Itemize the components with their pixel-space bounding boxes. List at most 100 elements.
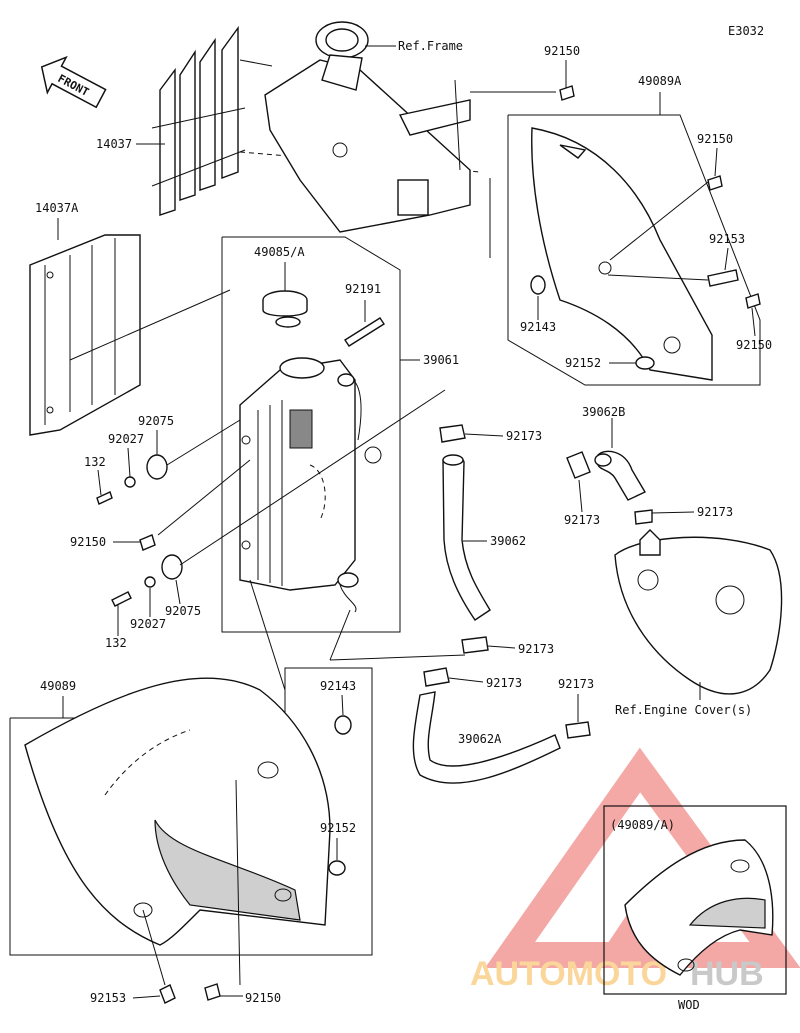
label-132-bottom: 132 (105, 636, 127, 650)
radiator-inlet (337, 373, 355, 387)
label-92152-b: 92152 (320, 821, 356, 835)
label-92173-3: 92173 (486, 676, 522, 690)
hose-39062A (329, 609, 591, 784)
hose-39062B (566, 418, 653, 525)
bolt-92153-b-leader (142, 909, 166, 986)
shroud-leader-up (249, 579, 286, 691)
bolt-92150-top (559, 85, 575, 101)
clamp-92173-b2 (634, 509, 653, 525)
radiator-label-plate (289, 409, 313, 449)
engine-cover-reference (614, 529, 783, 695)
label-92153-a: 92153 (709, 232, 745, 246)
label-ref-frame: Ref.Frame (398, 39, 463, 53)
label-39062B: 39062B (582, 405, 625, 419)
front-arrow-icon (40, 55, 107, 109)
label-92173-b2: 92173 (697, 505, 733, 519)
label-39062A: 39062A (458, 732, 502, 746)
hose-main-body (442, 455, 491, 621)
grommet-92143-b (334, 715, 352, 735)
shroud-a-hole-1 (598, 261, 612, 275)
frame-rear-tube (454, 79, 461, 171)
label-ref-engine-cover: Ref.Engine Cover(s) (615, 703, 752, 717)
leader-92173-b1 (578, 479, 583, 513)
grille-bar-1 (151, 107, 246, 129)
collar-92152-b (328, 860, 346, 876)
radiator-grille-14037A (29, 234, 231, 436)
frame-reference (264, 21, 471, 233)
hose-a-body (412, 691, 561, 784)
label-49089: 49089 (40, 679, 76, 693)
cap-seal (275, 316, 301, 328)
grille-a-body (29, 234, 141, 436)
leader-132-top (97, 469, 102, 496)
grille-a-hole-1 (46, 271, 54, 279)
radiator-shroud-49089 (24, 677, 331, 946)
shroud-a-leader-1 (609, 181, 709, 261)
callout-labels: Ref.Frame 92150 49089A 14037 92150 14037… (35, 39, 772, 1012)
wod-hole-2 (677, 958, 695, 972)
wod-inset-frame (603, 805, 787, 995)
shroud-a-leader-2 (607, 274, 709, 281)
watermark-text-hub: HUB (690, 955, 764, 993)
engine-cover-spigot (639, 529, 661, 556)
radiator-outlet-pipe (339, 584, 357, 613)
clamp-92173-2 (461, 636, 489, 654)
label-92143-a: 92143 (520, 320, 556, 334)
radiator-fins (257, 400, 283, 586)
engine-cover-port (637, 569, 659, 591)
grille-a-hole-2 (46, 406, 54, 414)
radiator-core (239, 359, 356, 591)
engine-cover-body (614, 536, 783, 695)
radiator-group-outline (221, 236, 401, 633)
label-92150-shroud-a1: 92150 (697, 132, 733, 146)
grommet-92143-a (530, 275, 546, 295)
leader-92173-3 (448, 677, 484, 683)
clamp-92173-1 (439, 424, 466, 443)
overflow-hose-body (344, 317, 385, 347)
collar-92152-a (635, 356, 655, 370)
wod-caption: WOD (678, 998, 700, 1012)
radiator-outlet (337, 572, 359, 588)
bolt-leader (157, 459, 251, 536)
leader-92150-a2 (751, 307, 756, 337)
label-39062: 39062 (490, 534, 526, 548)
shroud-hole-top (257, 761, 279, 779)
frame-head-tube-inner (325, 28, 359, 52)
hose-39062 (439, 424, 491, 654)
label-39061: 39061 (423, 353, 459, 367)
leader-92173-1 (464, 433, 504, 437)
shroud-hole-mid (274, 888, 292, 902)
radiator-mount-hole-1 (241, 435, 251, 445)
bolt-132-top (96, 491, 113, 505)
damper-top (146, 454, 168, 480)
front-arrow: FRONT (40, 55, 107, 109)
grille-fin-2 (179, 49, 196, 201)
radiator-side-port (364, 446, 382, 464)
bolt-radiator (139, 534, 156, 551)
label-92152-a: 92152 (565, 356, 601, 370)
wod-inset (603, 805, 787, 995)
shroud-a-hardware (470, 85, 761, 370)
shroud-a-outline (507, 114, 761, 386)
wod-shroud-panel (688, 897, 766, 929)
label-92150-bottom: 92150 (245, 991, 281, 1005)
clamp-92173-4 (565, 721, 591, 739)
diagram-code: E3032 (728, 24, 764, 38)
radiator-mount-hole-2 (241, 540, 251, 550)
leader-92153-b (132, 995, 161, 999)
label-14037: 14037 (96, 137, 132, 151)
bolt-92150-shroud-a2 (745, 293, 761, 309)
label-132-top: 132 (84, 455, 106, 469)
wod-hole-1 (730, 859, 750, 873)
hose-a-leader (329, 654, 466, 661)
cap-skirt (262, 300, 308, 317)
grille-a-leader (69, 289, 231, 361)
wod-shroud-body (624, 839, 774, 976)
frame-body (264, 59, 471, 233)
washer-top (124, 476, 136, 488)
frame-neck (321, 54, 363, 91)
grille-fin-3 (199, 37, 216, 191)
label-92027-top: 92027 (108, 432, 144, 446)
mounting-hardware (96, 389, 446, 607)
